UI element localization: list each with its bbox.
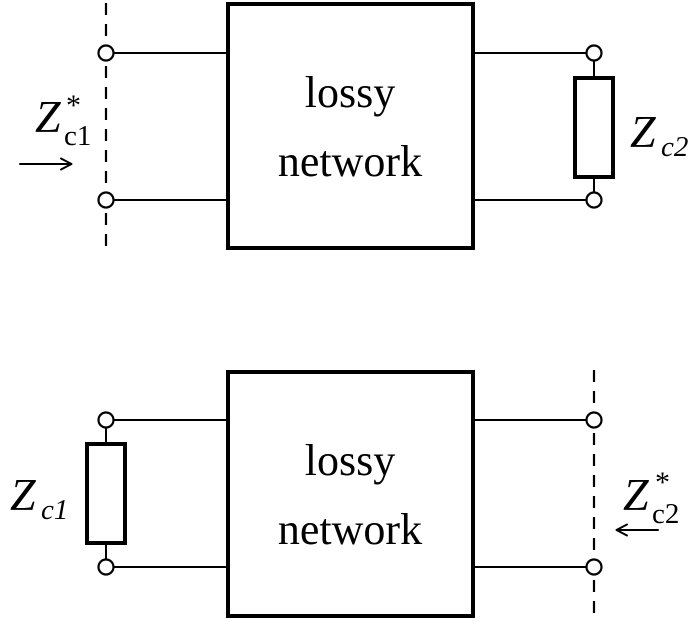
label-Zc2-base: Z (630, 106, 656, 157)
input-terminal-bottom (97, 558, 115, 576)
source-impedance-resistor (85, 442, 127, 545)
network-box-label-line1: lossy (305, 436, 395, 485)
output-terminal-top (585, 411, 603, 429)
input-terminal-top (97, 411, 115, 429)
output-terminal-bottom (585, 191, 603, 209)
network-box-label-line2: network (278, 137, 422, 186)
label-Zc2: Z c2 (630, 106, 688, 163)
label-Zc2-conjugate: Z * c2 (623, 466, 679, 530)
input-terminal-bottom (97, 191, 115, 209)
label-Zc1-conjugate-sub: c1 (64, 120, 91, 152)
label-Zc1-conjugate-sup: * (66, 89, 81, 122)
network-box-label-line1: lossy (305, 68, 395, 117)
label-Zc1-conjugate: Z * c1 (35, 89, 91, 152)
label-Zc1-sub: c1 (41, 494, 68, 526)
load-impedance-resistor (573, 76, 615, 179)
network-box-label-line2: network (278, 505, 422, 554)
lossy-network-box (226, 370, 475, 618)
label-Zc2-conjugate-base: Z (623, 469, 649, 520)
left-arrow-icon (615, 523, 659, 537)
label-Zc2-conjugate-sub: c2 (652, 498, 679, 530)
label-Zc1-conjugate-base: Z (35, 91, 61, 142)
right-arrow-icon (19, 157, 73, 171)
input-terminal-top (97, 44, 115, 62)
lossy-network-box (226, 2, 475, 250)
label-Zc2-sub: c2 (661, 131, 688, 163)
label-Zc2-conjugate-sup: * (655, 466, 670, 499)
output-terminal-bottom (585, 558, 603, 576)
label-Zc1: Z c1 (10, 469, 68, 526)
output-terminal-top (585, 44, 603, 62)
label-Zc1-base: Z (10, 469, 36, 520)
top-diagram: lossy network Z * c1 Z c2 (19, 2, 688, 250)
bottom-diagram: lossy network Z c1 Z * c2 (10, 370, 679, 618)
